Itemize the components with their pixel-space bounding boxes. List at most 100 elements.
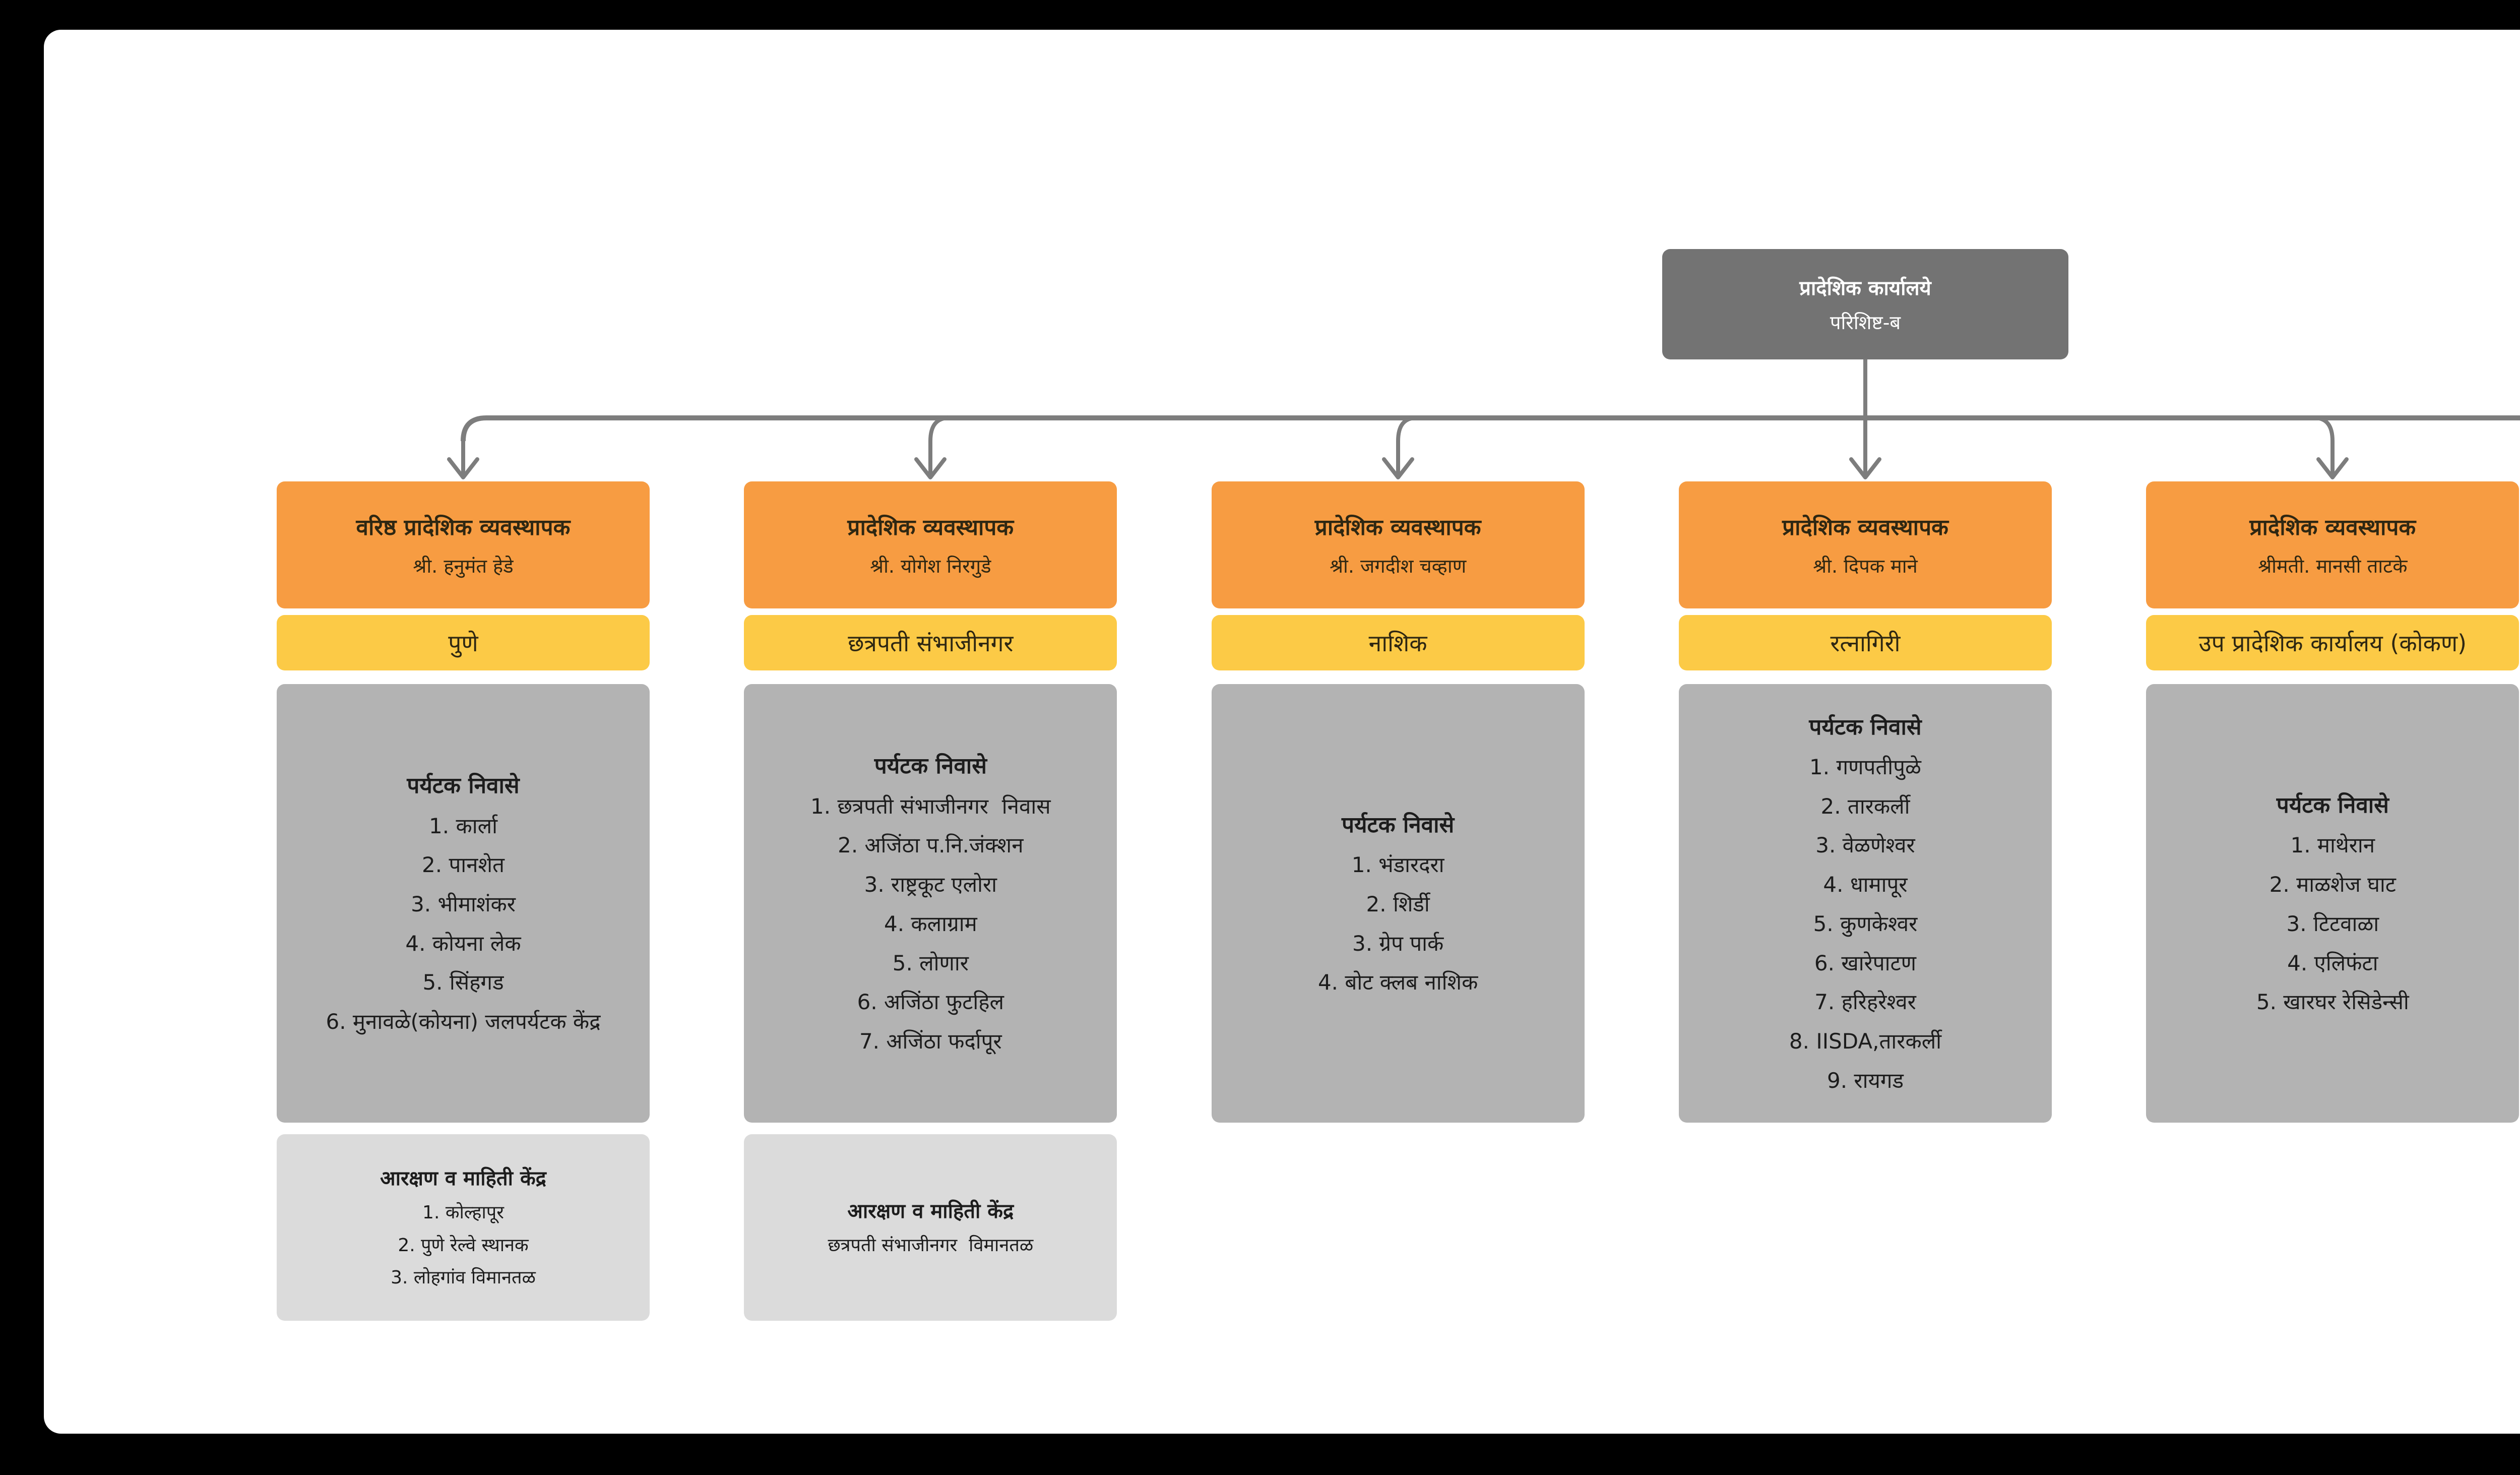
booking-center-list: छत्रपती संभाजीनगर विमानतळ	[828, 1230, 1033, 1262]
list-item: 3. भीमाशंकर	[411, 892, 516, 916]
list-item: 9. रायगड	[1827, 1068, 1904, 1093]
region-node: उप प्रादेशिक कार्यालय (कोकण)	[2146, 615, 2519, 670]
connector-lines	[447, 359, 2520, 479]
list-item: 3. लोहगांव विमानतळ	[391, 1267, 536, 1288]
list-item: 2. तारकर्ली	[1820, 793, 1910, 819]
list-item: 2. शिर्डी	[1366, 892, 1430, 916]
residences-list: 1. भंडारदरा 2. शिर्डी 3. ग्रेप पार्क 4. बोट…	[1318, 845, 1478, 1002]
residences-title: पर्यटक निवासे	[407, 773, 520, 799]
manager-node: प्रादेशिक व्यवस्थापक श्री. जगदीश चव्हाण	[1211, 481, 1585, 608]
manager-name: श्री. हनुमंत हेडे	[413, 555, 514, 577]
branch-column-sambhajinagar: प्रादेशिक व्यवस्थापक श्री. योगेश निरगुडे…	[744, 481, 1117, 1321]
arrow-down-icon	[1382, 457, 1414, 479]
residences-title: पर्यटक निवासे	[2276, 792, 2389, 819]
list-item: 2. पुणे रेल्वे स्थानक	[398, 1235, 529, 1256]
list-item: 1. गणपतीपुळे	[1809, 755, 1921, 780]
connector-horizontal-rail	[461, 415, 2520, 442]
booking-center-list: 1. कोल्हापूर 2. पुणे रेल्वे स्थानक 3. लोहग…	[391, 1197, 536, 1295]
branch-column-nashik: प्रादेशिक व्यवस्थापक श्री. जगदीश चव्हाण …	[1211, 481, 1585, 1321]
region-node: छत्रपती संभाजीनगर	[744, 615, 1117, 670]
region-label: पुणे	[448, 630, 478, 657]
list-item: 5. खारघर रेसिडेन्सी	[2256, 990, 2409, 1015]
list-item: 1. कार्ला	[429, 813, 497, 838]
role-label: वरिष्ठ प्रादेशिक व्यवस्थापक	[356, 515, 571, 540]
booking-center-title: आरक्षण व माहिती केंद्र	[847, 1199, 1014, 1223]
manager-name: श्री. योगेश निरगुडे	[870, 555, 991, 577]
manager-node: प्रादेशिक व्यवस्थापक श्री. दिपक माने	[1678, 481, 2052, 608]
list-item: 1. कोल्हापूर	[422, 1202, 504, 1223]
root-title: प्रादेशिक कार्यालये	[1799, 277, 1931, 300]
list-item: 7. हरिहरेश्वर	[1814, 990, 1916, 1015]
list-item: 7. अजिंठा फर्दापूर	[859, 1028, 1002, 1054]
root-subtitle: परिशिष्ट-ब	[1830, 312, 1901, 334]
manager-node: वरिष्ठ प्रादेशिक व्यवस्थापक श्री. हनुमंत…	[277, 481, 650, 608]
list-item: 4. कलाग्राम	[884, 911, 977, 936]
list-item: 3. ग्रेप पार्क	[1352, 931, 1444, 956]
role-label: प्रादेशिक व्यवस्थापक	[1782, 515, 1948, 540]
arrow-down-icon	[1849, 457, 1881, 479]
list-item: 2. अजिंठा प.नि.जंक्शन	[838, 833, 1024, 858]
connector-drop	[928, 416, 950, 477]
manager-name: श्री. जगदीश चव्हाण	[1330, 555, 1467, 577]
region-label: रत्नागिरी	[1830, 630, 1901, 657]
arrow-down-icon	[2316, 457, 2349, 479]
list-item: 5. कुणकेश्वर	[1813, 911, 1918, 936]
list-item: 8. IISDA,तारकर्ली	[1789, 1028, 1942, 1054]
region-node: नाशिक	[1211, 615, 1585, 670]
manager-name: श्रीमती. मानसी ताटके	[2258, 555, 2408, 577]
connector-drop	[1396, 416, 1417, 477]
residences-title: पर्यटक निवासे	[1342, 812, 1455, 838]
booking-center-node: आरक्षण व माहिती केंद्र 1. कोल्हापूर 2. पु…	[277, 1134, 650, 1321]
branch-column-konkan: प्रादेशिक व्यवस्थापक श्रीमती. मानसी ताटक…	[2146, 481, 2519, 1321]
region-label: नाशिक	[1368, 630, 1427, 657]
branch-column-pune: वरिष्ठ प्रादेशिक व्यवस्थापक श्री. हनुमंत…	[277, 481, 650, 1321]
list-item: 3. राष्ट्रकूट एलोरा	[864, 872, 997, 897]
list-item: 1. भंडारदरा	[1351, 852, 1444, 878]
residences-list: 1. गणपतीपुळे 2. तारकर्ली 3. वेळणेश्वर 4. धा…	[1789, 748, 1941, 1100]
role-label: प्रादेशिक व्यवस्थापक	[2249, 515, 2416, 540]
list-item: 5. सिंहगड	[422, 970, 504, 995]
residences-node: पर्यटक निवासे 1. छत्रपती संभाजीनगर निवास…	[744, 684, 1117, 1123]
branch-column-ratnagiri: प्रादेशिक व्यवस्थापक श्री. दिपक माने रत्…	[1678, 481, 2052, 1321]
residences-title: पर्यटक निवासे	[1809, 714, 1922, 740]
role-label: प्रादेशिक व्यवस्थापक	[847, 515, 1014, 540]
residences-title: पर्यटक निवासे	[874, 753, 987, 779]
list-item: छत्रपती संभाजीनगर विमानतळ	[828, 1235, 1034, 1256]
branch-columns: वरिष्ठ प्रादेशिक व्यवस्थापक श्री. हनुमंत…	[277, 481, 2520, 1321]
list-item: 3. टिटवाळा	[2286, 911, 2379, 936]
manager-name: श्री. दिपक माने	[1813, 555, 1918, 577]
list-item: 4. कोयना लेक	[405, 931, 521, 956]
list-item: 4. बोट क्लब नाशिक	[1317, 970, 1478, 995]
arrow-down-icon	[447, 457, 479, 479]
arrowheads	[447, 457, 2349, 479]
list-item: 6. मुनावळे(कोयना) जलपर्यटक केंद्र	[326, 1009, 601, 1034]
region-label: छत्रपती संभाजीनगर	[848, 630, 1014, 657]
booking-center-title: आरक्षण व माहिती केंद्र	[380, 1166, 546, 1190]
root-node: प्रादेशिक कार्यालये परिशिष्ट-ब	[1662, 249, 2068, 359]
arrow-down-icon	[914, 457, 947, 479]
residences-node: पर्यटक निवासे 1. भंडारदरा 2. शिर्डी 3. ग्र…	[1211, 684, 1585, 1123]
residences-node: पर्यटक निवासे 1. गणपतीपुळे 2. तारकर्ली 3. …	[1678, 684, 2052, 1123]
list-item: 6. खारेपाटण	[1814, 950, 1917, 975]
list-item: 3. वेळणेश्वर	[1815, 833, 1915, 858]
list-item: 4. धामापूर	[1823, 872, 1908, 897]
connector-drop	[2314, 416, 2335, 477]
region-node: पुणे	[277, 615, 650, 670]
role-label: प्रादेशिक व्यवस्थापक	[1314, 515, 1481, 540]
list-item: 5. लोणार	[892, 950, 969, 975]
manager-node: प्रादेशिक व्यवस्थापक श्री. योगेश निरगुडे	[744, 481, 1117, 608]
region-label: उप प्रादेशिक कार्यालय (कोकण)	[2198, 630, 2467, 657]
org-chart-canvas: प्रादेशिक कार्यालये परिशिष्ट-ब वरिष्ठ प्…	[44, 30, 2520, 1434]
residences-list: 1. छत्रपती संभाजीनगर निवास 2. अजिंठा प.नि…	[810, 787, 1051, 1061]
list-item: 1. माथेरान	[2290, 833, 2375, 858]
list-item: 6. अजिंठा फुटहिल	[857, 990, 1004, 1015]
list-item: 1. छत्रपती संभाजीनगर निवास	[810, 793, 1051, 819]
manager-node: प्रादेशिक व्यवस्थापक श्रीमती. मानसी ताटक…	[2146, 481, 2519, 608]
region-node: रत्नागिरी	[1678, 615, 2052, 670]
booking-center-node: आरक्षण व माहिती केंद्र छत्रपती संभाजीनगर…	[744, 1134, 1117, 1321]
